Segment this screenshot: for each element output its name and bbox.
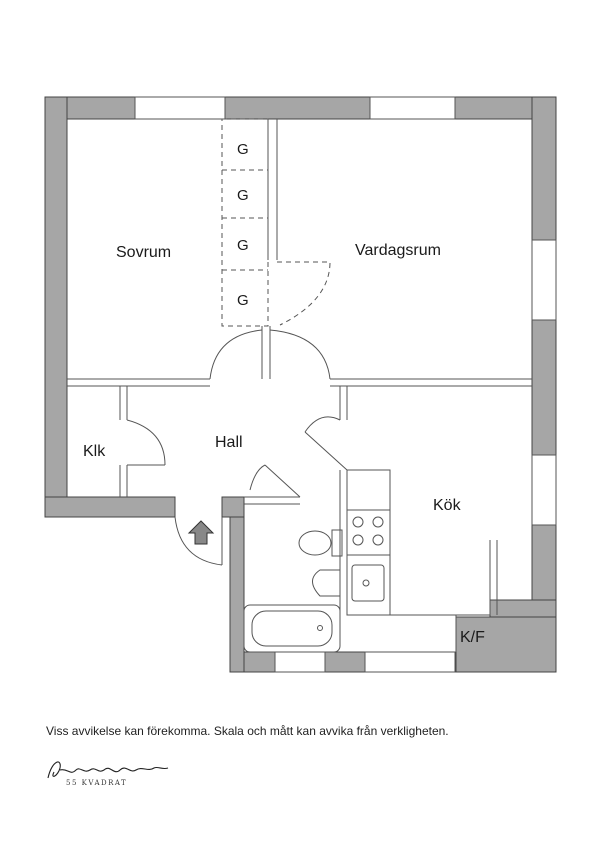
windows	[134, 96, 557, 673]
toilet-icon	[331, 529, 343, 557]
wardrobe-label-2: G	[237, 187, 249, 204]
bathtub-icon	[243, 604, 341, 653]
floor-plan: G G G G Sovrum Vardagsrum Hall Klk K	[44, 96, 557, 673]
room-label-sovrum: Sovrum	[116, 244, 171, 261]
outer-walls	[44, 96, 557, 673]
wardrobe-label-3: G	[237, 237, 249, 254]
entrance-arrow-icon	[187, 520, 215, 545]
room-label-kf: K/F	[460, 629, 485, 646]
stove-burner-icon	[352, 516, 364, 528]
washbasin-icon	[312, 569, 341, 597]
wardrobes: G G G G	[221, 118, 269, 327]
wardrobe-label-1: G	[237, 141, 249, 158]
kitchen-fixtures	[346, 469, 391, 616]
interior-walls	[67, 119, 532, 652]
room-label-klk: Klk	[83, 443, 106, 460]
bathroom-fixtures	[243, 529, 343, 653]
logo-subtitle: 55 KVADRAT	[66, 779, 128, 787]
room-label-vardagsrum: Vardagsrum	[355, 242, 441, 259]
room-label-hall: Hall	[215, 434, 243, 451]
disclaimer-text: Viss avvikelse kan förekomma. Skala och …	[46, 724, 449, 738]
room-label-kok: Kök	[433, 497, 462, 514]
kitchen-sink-icon	[351, 564, 385, 602]
wardrobe-label-4: G	[237, 292, 249, 309]
brand-logo	[47, 761, 169, 779]
